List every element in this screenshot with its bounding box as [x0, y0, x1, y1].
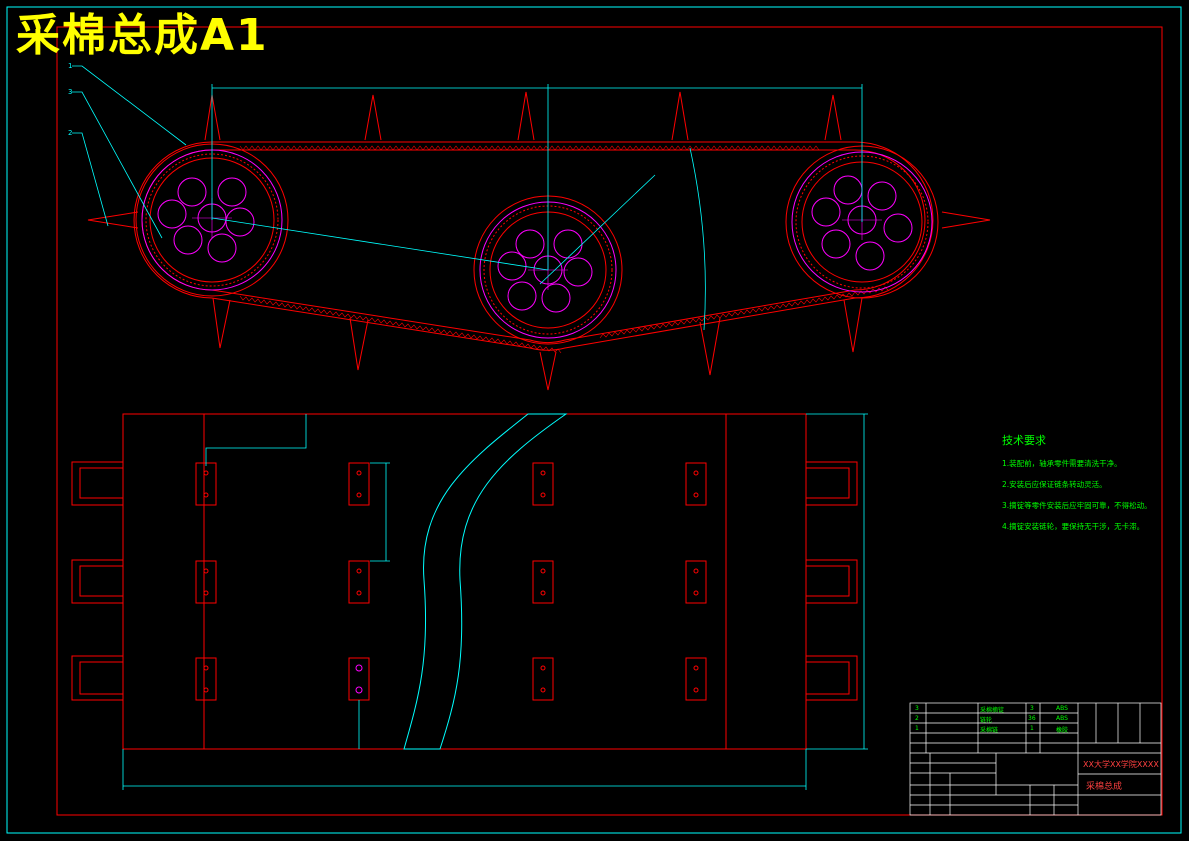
part-no: 2	[915, 715, 919, 722]
school-name: XX大学XX学院XXXX	[1083, 760, 1159, 769]
technical-requirements: 技术要求 1.装配前，轴承零件需要清洗干净。 2.安装后应保证链条转动灵活。 3…	[1002, 432, 1152, 542]
balloon-2: 2	[68, 129, 72, 137]
chain-teeth-top	[239, 145, 820, 151]
title-block	[909, 702, 1162, 816]
part-material: ABS	[1056, 715, 1068, 722]
chain-belt	[133, 141, 934, 351]
part-qty: 1	[1030, 725, 1034, 732]
part-name: 采棉链	[980, 727, 999, 734]
part-qty: 36	[1028, 715, 1036, 722]
outer-frame	[6, 6, 1182, 834]
center-marks	[192, 198, 882, 290]
part-qty: 3	[1030, 705, 1034, 712]
mounting-blocks	[195, 462, 707, 701]
drawing-border	[56, 26, 1163, 816]
balloon-1: 1	[68, 62, 72, 70]
drawing-name: 采棉总成	[1086, 782, 1123, 792]
part-no: 1	[915, 725, 919, 732]
balloon-labels: 1 3 2	[68, 62, 72, 137]
balloon-3: 3	[68, 88, 72, 96]
part-no: 3	[915, 705, 919, 712]
part-material: 橡胶	[1056, 727, 1069, 734]
tech-heading: 技术要求	[1002, 434, 1046, 447]
part-name: 采棉摘锭	[980, 707, 1005, 714]
part-name: 链轮	[980, 717, 993, 724]
tech-item: 1.装配前，轴承零件需要清洗干净。	[1002, 459, 1122, 468]
dimension-lines-bottom	[122, 413, 868, 790]
break-lines	[403, 413, 568, 750]
tech-item: 2.安装后应保证链条转动灵活。	[1002, 480, 1107, 489]
drawing-title: 采棉总成A1	[16, 10, 269, 61]
tech-item: 3.摘锭等零件安装后应牢固可靠，不得松动。	[1002, 501, 1152, 510]
tech-item: 4.摘锭安装链轮，要保持无干涉，无卡滞。	[1002, 522, 1145, 531]
frame-bottom-view	[71, 413, 858, 750]
sprocket-holes	[157, 175, 913, 313]
chain-teeth-bottom-left	[239, 295, 562, 354]
chain-teeth-bottom-right	[599, 286, 889, 339]
part-material: ABS	[1056, 705, 1068, 712]
dimension-lines-top	[72, 65, 863, 331]
chain-assembly-view	[87, 91, 991, 391]
spindle-spikes	[87, 91, 991, 391]
frame-plate	[122, 413, 807, 750]
